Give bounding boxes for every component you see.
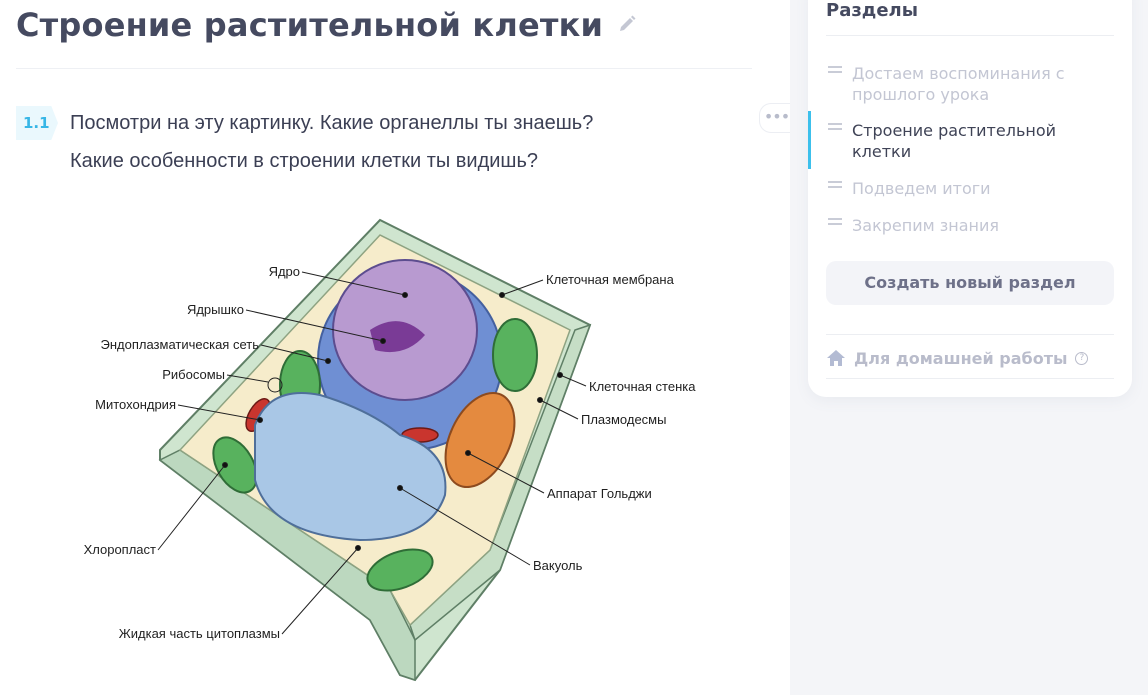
drag-handle-icon[interactable] xyxy=(828,218,842,225)
label-ribosomes: Рибосомы xyxy=(162,367,225,382)
sections-divider xyxy=(826,35,1114,36)
more-options-button[interactable]: ••• xyxy=(759,103,793,133)
homework-divider-bottom xyxy=(826,378,1114,379)
sections-panel: Разделы Достаем воспоминания с прошлого … xyxy=(808,0,1132,397)
label-plasmodesmata: Плазмодесмы xyxy=(581,412,666,427)
label-er: Эндоплазматическая сеть xyxy=(101,337,260,352)
sections-title: Разделы xyxy=(826,0,919,21)
task-question: Посмотри на эту картинку. Какие органелл… xyxy=(70,104,593,180)
page-title: Строение растительной клетки xyxy=(16,6,637,44)
label-membrane: Клеточная мембрана xyxy=(546,272,675,287)
task-number-badge: 1.1 xyxy=(16,106,58,140)
section-label: Закрепим знания xyxy=(852,216,999,235)
drag-handle-icon[interactable] xyxy=(828,181,842,188)
section-label: Подведем итоги xyxy=(852,179,991,198)
section-label: Достаем воспоминания с прошлого урока xyxy=(852,64,1065,104)
label-nucleolus: Ядрышко xyxy=(187,302,244,317)
drag-handle-icon[interactable] xyxy=(828,123,842,130)
plant-cell-diagram: Ядро Ядрышко Эндоплазматическая сеть Риб… xyxy=(70,210,730,685)
main-content: Строение растительной клетки 1.1 Посмотр… xyxy=(16,6,793,685)
home-icon xyxy=(827,350,845,366)
page-title-text: Строение растительной клетки xyxy=(16,6,604,44)
section-item-reinforce[interactable]: Закрепим знания xyxy=(826,215,1114,236)
label-nucleus: Ядро xyxy=(269,264,300,279)
drag-handle-icon[interactable] xyxy=(828,66,842,73)
label-golgi: Аппарат Гольджи xyxy=(547,486,652,501)
label-chloroplast: Хлоропласт xyxy=(84,542,156,557)
homework-divider-top xyxy=(826,334,1114,335)
pencil-icon[interactable] xyxy=(617,14,637,34)
section-label: Строение растительной клетки xyxy=(852,121,1057,161)
title-divider xyxy=(16,68,752,69)
help-icon[interactable]: ? xyxy=(1075,351,1089,365)
section-item-plant-cell[interactable]: Строение растительной клетки xyxy=(826,120,1114,162)
label-cytoplasm: Жидкая часть цитоплазмы xyxy=(119,626,280,641)
label-vacuole: Вакуоль xyxy=(533,558,583,573)
label-mitochondria: Митохондрия xyxy=(95,397,176,412)
active-section-indicator xyxy=(808,111,811,169)
homework-toggle[interactable]: Для домашней работы ? xyxy=(826,344,1089,372)
plant-cell-illustration: Ядро Ядрышко Эндоплазматическая сеть Риб… xyxy=(84,218,696,682)
label-cell-wall: Клеточная стенка xyxy=(589,379,696,394)
section-item-summary[interactable]: Подведем итоги xyxy=(826,178,1114,199)
section-item-recall[interactable]: Достаем воспоминания с прошлого урока xyxy=(826,63,1114,105)
task-question-line-1: Посмотри на эту картинку. Какие органелл… xyxy=(70,112,594,134)
create-section-button[interactable]: Создать новый раздел xyxy=(826,261,1114,305)
task-question-line-2: Какие особенности в строении клетки ты в… xyxy=(70,150,539,172)
homework-label: Для домашней работы xyxy=(854,348,1068,368)
